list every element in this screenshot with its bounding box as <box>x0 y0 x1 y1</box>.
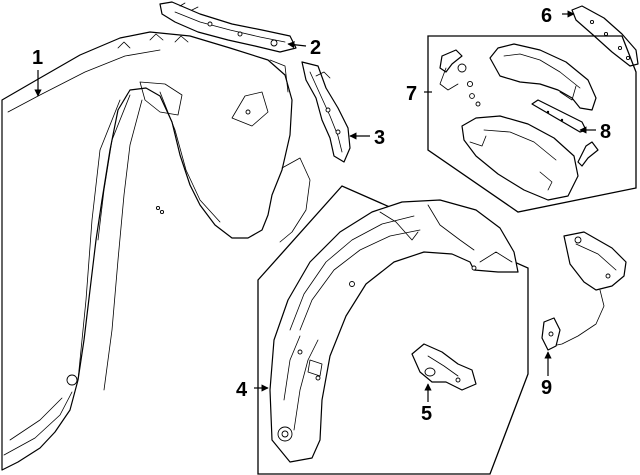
quarter-panel-part <box>1 31 311 471</box>
fuel-door-frame <box>427 35 637 213</box>
callout-9: 9 <box>541 377 552 399</box>
lock-actuator-part <box>541 231 627 351</box>
liner-frame <box>257 185 529 475</box>
callout-3: 3 <box>374 127 385 149</box>
leader-2 <box>287 41 307 49</box>
callout-5: 5 <box>421 403 432 425</box>
callout-leaders <box>34 10 596 402</box>
callout-8: 8 <box>600 121 611 143</box>
reinforcement-part <box>301 61 351 163</box>
callout-6: 6 <box>541 5 552 27</box>
callout-7: 7 <box>406 83 417 105</box>
wheel-liner-part <box>269 199 519 463</box>
callout-4: 4 <box>236 379 248 401</box>
callout-2: 2 <box>310 37 321 59</box>
fuel-door-assembly <box>439 43 599 201</box>
callout-numbers: 1 2 3 4 5 6 7 8 9 <box>32 5 611 425</box>
upper-bracket-part <box>159 1 297 53</box>
callout-1: 1 <box>32 47 43 69</box>
small-bracket-part <box>411 343 477 391</box>
